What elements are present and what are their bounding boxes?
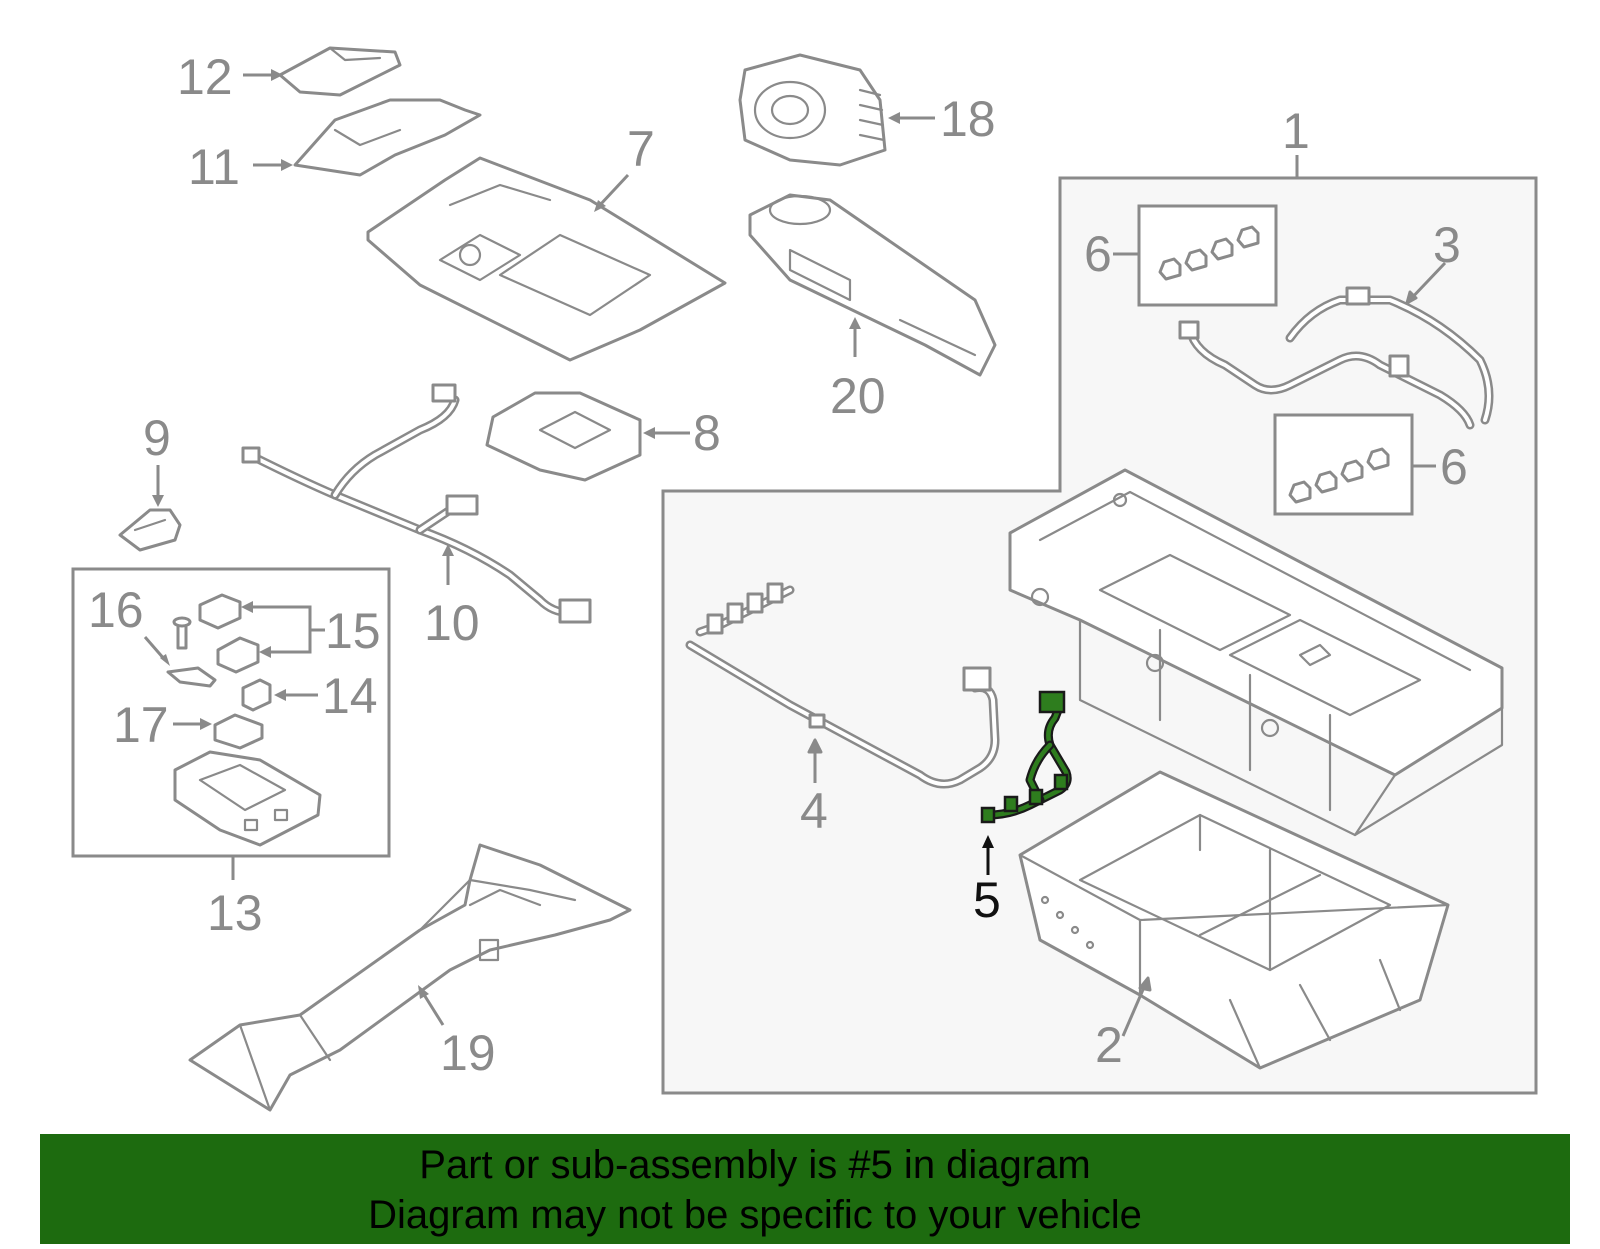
callout-6-lower: 6 <box>1440 439 1468 495</box>
callout-7: 7 <box>627 121 655 177</box>
callout-5[interactable]: 5 <box>973 872 1001 928</box>
part-11-panel <box>293 98 482 177</box>
part-18-blower <box>738 53 887 167</box>
callout-3: 3 <box>1433 217 1461 273</box>
part-4-harness <box>685 582 1000 789</box>
callout-18: 18 <box>940 91 996 147</box>
leader-7 <box>598 173 630 207</box>
callout-16: 16 <box>88 582 144 638</box>
part-8-cover <box>485 391 642 482</box>
callout-6-upper: 6 <box>1084 226 1112 282</box>
part-3-harness <box>1178 286 1494 430</box>
part-17-fuse <box>213 713 264 750</box>
part-2-tray <box>1018 770 1450 1070</box>
part-6-box-upper <box>1137 204 1278 307</box>
callout-13: 13 <box>207 885 263 941</box>
callout-9: 9 <box>143 410 171 466</box>
part-16-clip <box>166 616 217 688</box>
callout-19: 19 <box>440 1025 496 1081</box>
banner-line-1: Part or sub-assembly is #5 in diagram <box>419 1143 1091 1187</box>
callout-2: 2 <box>1095 1017 1123 1073</box>
leader-16 <box>143 636 167 661</box>
callout-10: 10 <box>424 595 480 651</box>
arrow-5 <box>982 835 994 848</box>
callout-14: 14 <box>322 668 378 724</box>
banner-line-2: Diagram may not be specific to your vehi… <box>368 1193 1142 1237</box>
callout-12: 12 <box>177 49 233 105</box>
part-6-clips-lower <box>1288 447 1390 504</box>
part-19-duct <box>188 843 632 1112</box>
part-14-relay <box>241 678 272 712</box>
part-15-relays <box>198 593 260 674</box>
info-banner: Part or sub-assembly is #5 in diagram Di… <box>40 1134 1570 1244</box>
callout-1: 1 <box>1282 103 1310 159</box>
fuse-box <box>173 750 322 847</box>
part-6-clips-upper <box>1158 225 1260 281</box>
callout-4: 4 <box>800 783 828 839</box>
part-5-harness-highlighted[interactable] <box>980 690 1072 824</box>
callout-15: 15 <box>325 603 381 659</box>
leader-15 <box>248 605 325 654</box>
callout-17: 17 <box>113 697 169 753</box>
part-9-connector <box>118 508 182 552</box>
callout-11: 11 <box>188 139 240 195</box>
callout-8: 8 <box>693 405 721 461</box>
part-12-panel <box>278 46 402 97</box>
part-7-floor-panel <box>366 156 727 362</box>
callout-20: 20 <box>830 368 886 424</box>
part-1-frame <box>1008 468 1504 837</box>
leader-2 <box>1121 984 1147 1037</box>
part-20-duct <box>748 193 997 377</box>
part-10-harness <box>241 383 592 624</box>
leader-19 <box>421 992 445 1026</box>
